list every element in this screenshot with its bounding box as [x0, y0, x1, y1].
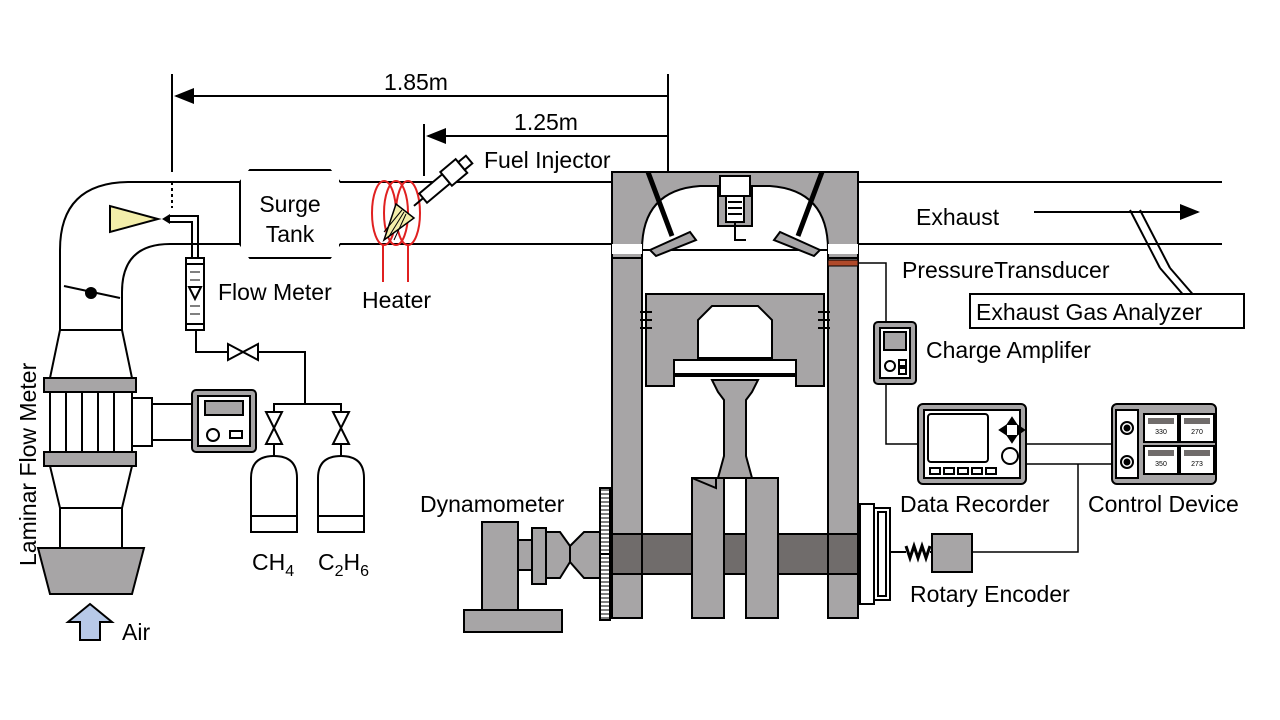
air-inlet-arrow	[65, 602, 115, 641]
rotary-encoder-label: Rotary Encoder	[910, 581, 1070, 607]
fuel-supply-lines	[195, 330, 342, 456]
valve-main	[227, 342, 259, 362]
air-label: Air	[122, 619, 150, 645]
ch4-cylinder	[250, 454, 298, 533]
control-readout-3: 350	[1155, 461, 1167, 468]
exhaust-pipe	[858, 181, 1222, 299]
valve-ch4	[264, 411, 284, 445]
control-device-label: Control Device	[1088, 491, 1239, 517]
pressure-transducer	[827, 259, 859, 267]
spark-plug	[719, 175, 751, 241]
dimension-injector: 1.25m	[514, 109, 578, 135]
exhaust-gas-analyzer-box	[969, 293, 1245, 329]
surge-tank-label-line1: Surge	[259, 191, 320, 217]
flow-meter	[185, 257, 205, 331]
valve-c2h6	[331, 411, 351, 445]
connecting-rod	[691, 379, 779, 619]
exhaust-valve	[772, 171, 825, 258]
exhaust-label: Exhaust	[916, 204, 1000, 230]
differential-pressure-gauge	[191, 389, 257, 453]
dynamometer-label: Dynamometer	[420, 491, 565, 517]
flywheel-teeth	[600, 489, 610, 619]
intake-valve	[645, 171, 698, 258]
charge-amplifier-label: Charge Amplifer	[926, 337, 1091, 363]
exhaust-gas-analyzer-label: Exhaust Gas Analyzer	[976, 299, 1203, 325]
flow-meter-label: Flow Meter	[218, 279, 332, 305]
surge-tank	[241, 171, 339, 257]
rotary-encoder	[859, 503, 973, 605]
c2h6-cylinder	[317, 454, 365, 533]
c2h6-label: C2H6	[318, 549, 369, 580]
control-readout-2: 270	[1191, 429, 1203, 436]
control-readout-4: 273	[1191, 461, 1203, 468]
fuel-injector-label: Fuel Injector	[484, 147, 611, 173]
ch4-label: CH4	[252, 549, 294, 580]
pressure-transducer-label: PressureTransducer	[902, 257, 1110, 283]
control-readout-1: 330	[1155, 429, 1167, 436]
signal-wires	[858, 262, 1112, 553]
heater-label: Heater	[362, 287, 431, 313]
data-recorder-label: Data Recorder	[900, 491, 1050, 517]
laminar-flow-meter-label: Laminar Flow Meter	[15, 362, 41, 566]
surge-tank-label-line2: Tank	[266, 221, 315, 247]
control-device	[1111, 403, 1217, 485]
charge-amplifier	[873, 321, 917, 385]
crankshaft-segment	[777, 533, 829, 575]
piston	[640, 293, 830, 387]
dimension-overall: 1.85m	[384, 69, 448, 95]
gas-nozzle	[109, 204, 199, 258]
crankshaft-segment	[641, 533, 693, 575]
laminar-flow-meter	[36, 329, 192, 595]
fuel-injector	[382, 154, 474, 242]
data-recorder	[917, 403, 1027, 485]
throttle-valve	[63, 285, 121, 299]
dimension-lines	[171, 74, 669, 178]
